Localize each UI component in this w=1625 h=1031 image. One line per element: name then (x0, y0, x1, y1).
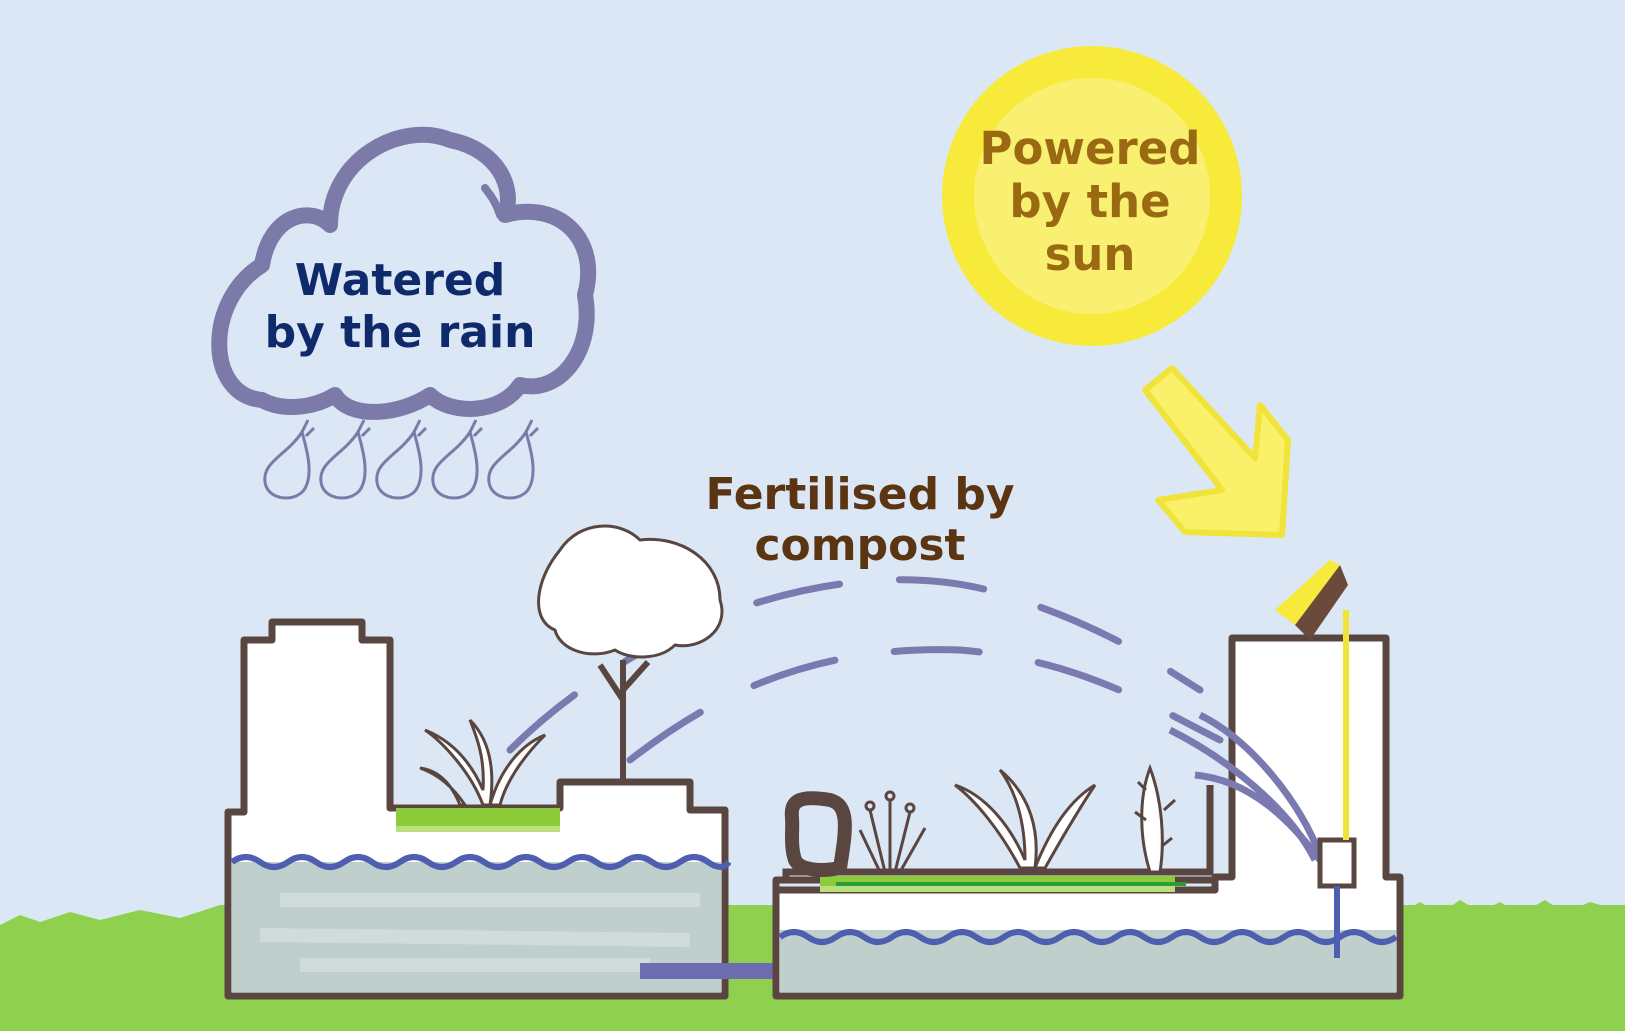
raindrop-icon (375, 419, 428, 500)
water-wave (778, 929, 1398, 945)
solar-panel-icon (1275, 560, 1348, 640)
right-tank (772, 634, 1404, 1000)
rain-label: Watered by the rain (264, 255, 536, 358)
pump (1168, 610, 1357, 958)
water-wave (230, 854, 732, 870)
raindrop-icon (263, 419, 316, 500)
cloud-icon (211, 126, 597, 420)
sun-icon (942, 46, 1242, 346)
arrow-icon (1142, 365, 1291, 538)
raindrop-icon (319, 419, 372, 500)
compost-label: Fertilised by compost (705, 469, 1015, 571)
sun-label: Powered by the sun (979, 122, 1201, 282)
plant-icon (954, 768, 1097, 870)
compost-bin (784, 791, 852, 877)
plant-icon (419, 718, 547, 807)
left-tank (224, 618, 732, 1000)
raindrops (263, 419, 540, 500)
tree-icon (537, 524, 724, 780)
plant-icon (858, 790, 927, 873)
plant-icon (1134, 763, 1177, 874)
raindrop-icon (487, 419, 540, 500)
raindrop-icon (431, 419, 484, 500)
grass-tufts (1360, 900, 1625, 930)
